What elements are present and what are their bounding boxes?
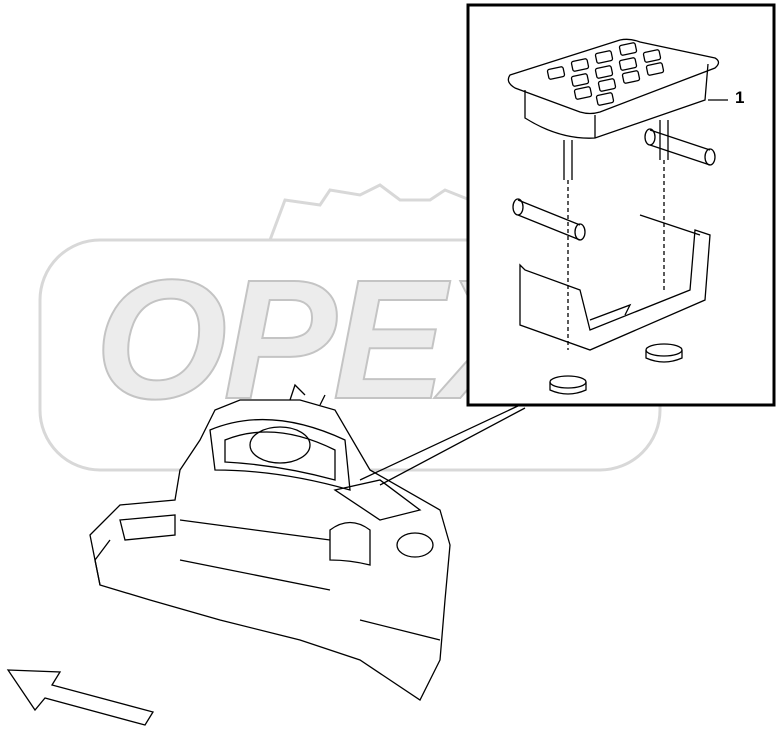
keypad-buttons bbox=[546, 42, 665, 106]
keypad-assembly bbox=[507, 38, 728, 395]
callout-label: 1 bbox=[735, 88, 745, 107]
inset-frame bbox=[466, 3, 776, 407]
